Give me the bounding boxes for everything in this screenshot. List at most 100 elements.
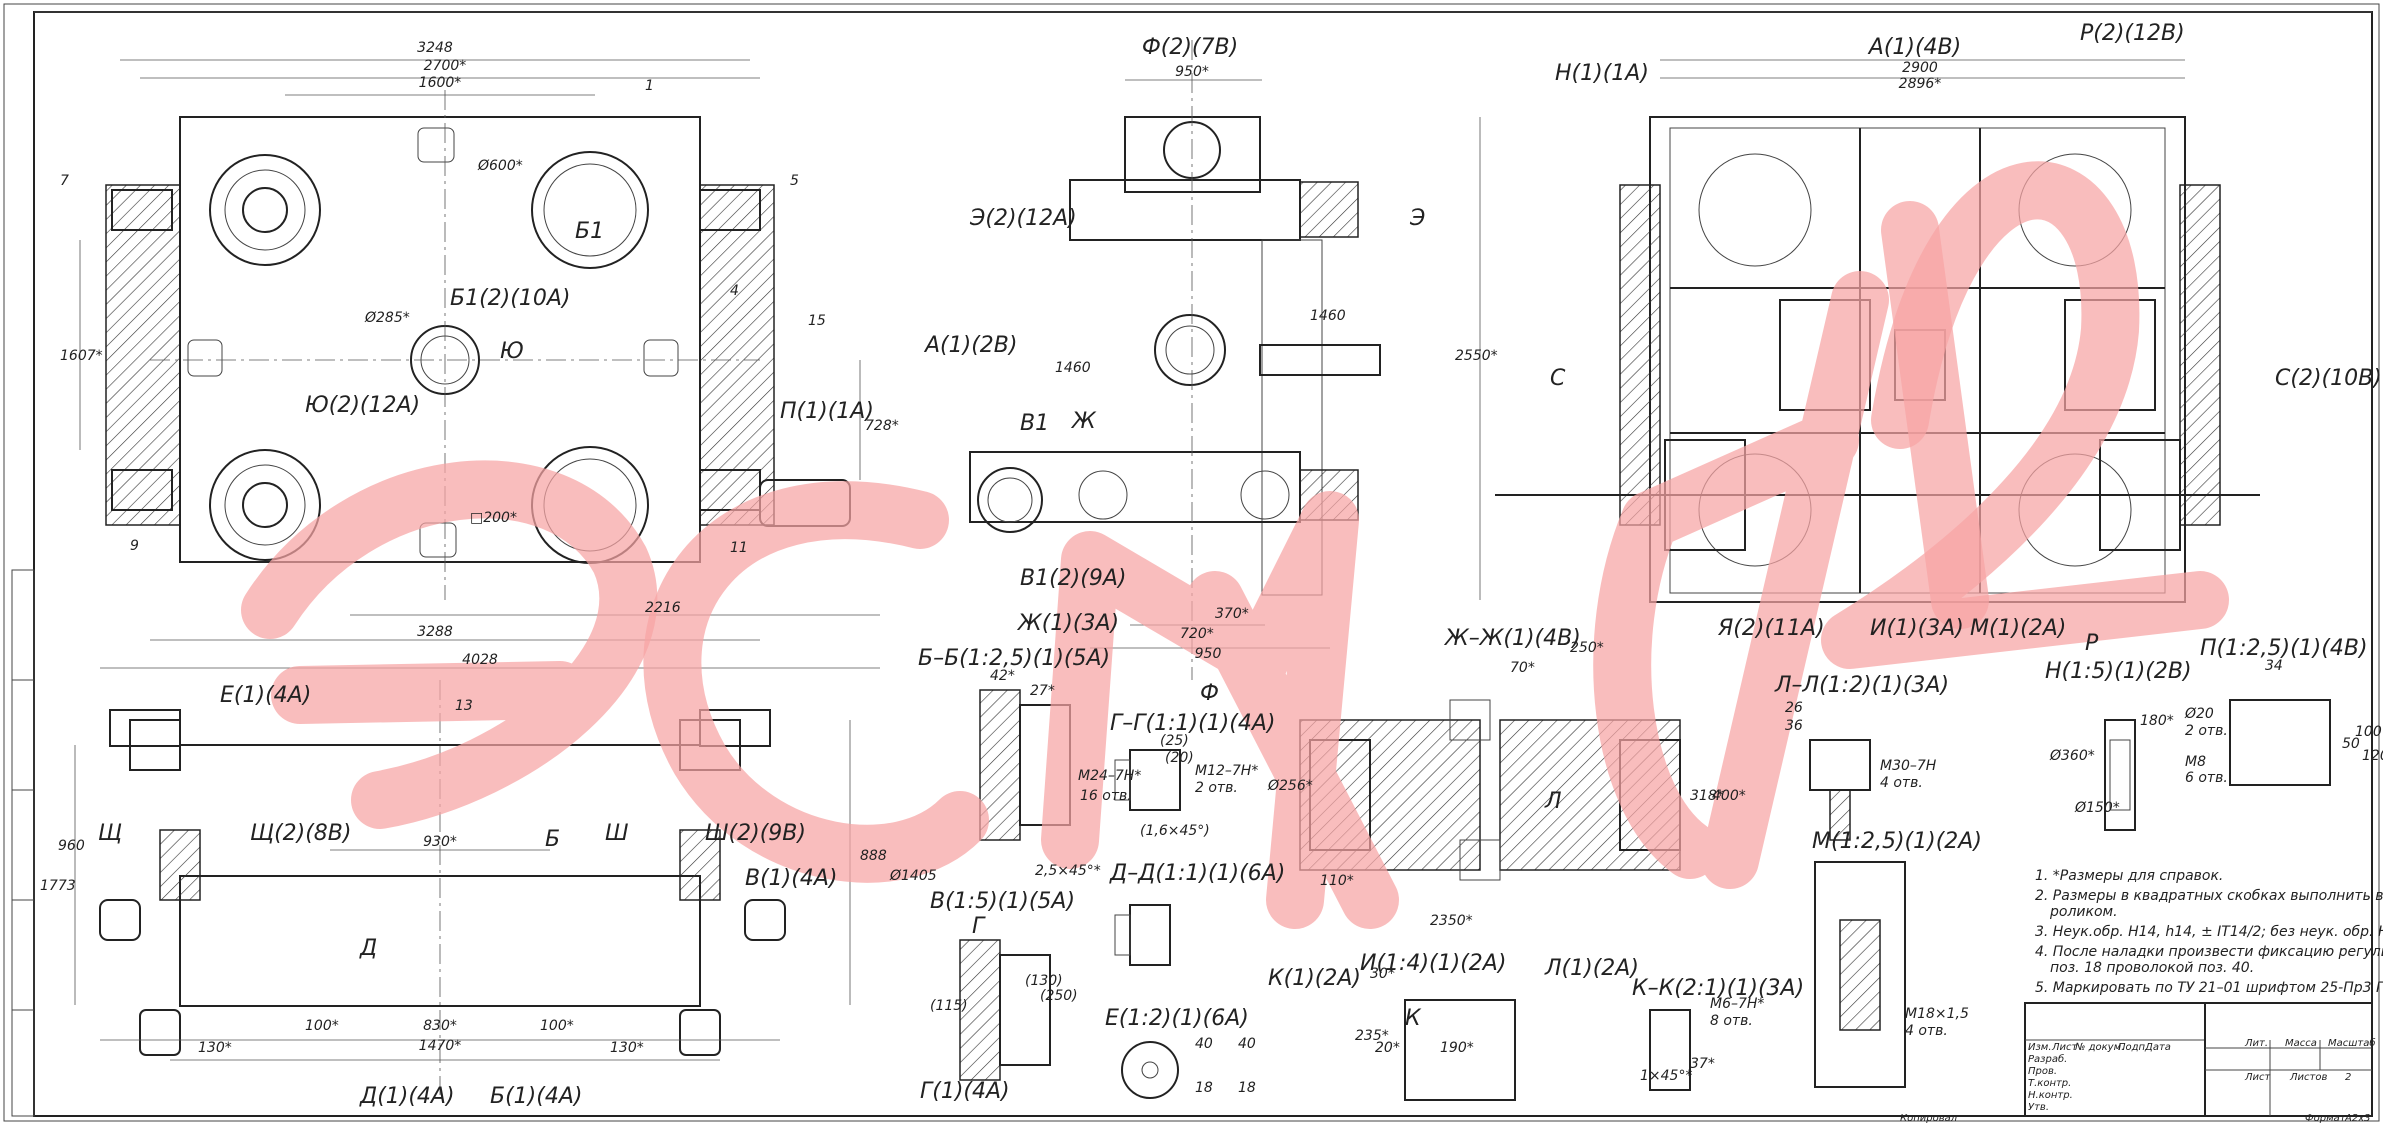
title-block-texts: Изм. Лист № докум. Подп. Дата Разраб. Пр… xyxy=(1900,1037,2376,1124)
dim-20: (20) xyxy=(1165,750,1194,766)
note-2a: 2. Размеры в квадратных скобках выполнит… xyxy=(2035,888,2383,904)
label-shh-mark: Ш xyxy=(605,821,629,846)
sheet-frame xyxy=(3,3,2380,1122)
tb-lit: Лит. xyxy=(2244,1038,2268,1049)
dim-1773: 1773 xyxy=(40,878,76,894)
dim-100: 100 xyxy=(2355,724,2382,740)
position-numbers: 1 4 5 7 9 11 13 15 40 18 xyxy=(60,78,1256,1096)
tb-sheet: Лист xyxy=(2244,1072,2272,1083)
dim-130: (130) xyxy=(1025,973,1063,989)
dim-318: 318* xyxy=(1690,788,1724,804)
dim-m12: M12–7H* xyxy=(1195,763,1258,779)
tb-row-izm: Изм. xyxy=(2028,1042,2052,1053)
pos-40: 40 xyxy=(1238,1036,1256,1052)
tb-role-utv: Утв. xyxy=(2028,1102,2049,1113)
label-p1-1a: П(1)(1А) xyxy=(780,399,874,424)
label-a1-2b: А(1)(2В) xyxy=(923,333,1017,358)
label-b-mark: Б xyxy=(545,827,560,852)
label-d1-4a: Д(1)(4А) xyxy=(359,1084,455,1109)
dim-1470: 1470* xyxy=(419,1038,462,1054)
label-f-mark: Ф xyxy=(1200,681,1219,706)
dim-3288: 3288 xyxy=(417,624,453,640)
dim-3248: 3248 xyxy=(417,40,453,56)
dim-600: Ø600* xyxy=(477,158,523,174)
label-v-1-5: В(1:5)(1)(5А) xyxy=(930,889,1075,914)
dim-190: 190* xyxy=(1440,1040,1474,1056)
tb-scale: Масштаб xyxy=(2328,1037,2376,1049)
dim-930: 930* xyxy=(423,834,457,850)
note-4b: поз. 18 проволокой поз. 40. xyxy=(2050,960,2254,976)
dim-1600: 1600* xyxy=(419,75,462,91)
dim-130a: 130* xyxy=(198,1040,232,1056)
dim-m6: M6–7H* xyxy=(1710,996,1764,1012)
dim-36: 36 xyxy=(1785,718,1803,734)
tb-format-value: А2х3 xyxy=(2344,1113,2370,1124)
label-b1-mark: Б1 xyxy=(575,219,604,244)
dim-16x45: (1,6×45°) xyxy=(1140,823,1210,839)
title-block xyxy=(2024,1002,2373,1117)
dim-2otvb: 2 отв. xyxy=(2185,723,2228,739)
dim-100a: 100* xyxy=(305,1018,339,1034)
label-r-mark: Р xyxy=(2085,631,2099,656)
label-k1-2a: К(1)(2А) xyxy=(1268,966,1361,991)
label-zh1-3a: Ж(1)(3А) xyxy=(1016,611,1119,636)
dim-50: 50 xyxy=(2342,736,2360,752)
dim-6otv: 6 отв. xyxy=(2185,770,2228,786)
tb-role-razrab: Разраб. xyxy=(2028,1053,2067,1065)
dim-8otv: 8 отв. xyxy=(1710,1013,1753,1029)
dim-250: 250* xyxy=(1570,640,1604,656)
label-i-1-4: И(1:4)(1)(2А) xyxy=(1360,951,1506,976)
dim-360: Ø360* xyxy=(2049,748,2095,764)
dim-2216: 2216 xyxy=(645,600,681,616)
label-m-1-2-5: М(1:2,5)(1)(2А) xyxy=(1812,829,1982,854)
label-a1-4b: А(1)(4В) xyxy=(1867,35,1961,60)
label-n-1-5: Н(1:5)(1)(2В) xyxy=(2045,659,2192,684)
tb-role-prov: Пров. xyxy=(2028,1066,2057,1077)
dim-m8: M8 xyxy=(2185,754,2206,770)
label-b1-4a: Б(1)(4А) xyxy=(490,1084,582,1109)
tb-copied: Копировал xyxy=(1900,1113,1958,1124)
label-bb-section: Б–Б(1:2,5)(1)(5А) xyxy=(918,646,1110,671)
dim-40: 40 xyxy=(1195,1036,1213,1052)
pos-9: 9 xyxy=(130,538,139,554)
dim-m24: M24–7H* xyxy=(1078,768,1141,784)
dim-16otv: 16 отв. xyxy=(1080,788,1132,804)
dim-34: 34 xyxy=(2265,658,2283,674)
dim-42: 42* xyxy=(990,668,1015,684)
pos-13: 13 xyxy=(455,698,473,714)
dim-100b: 100* xyxy=(540,1018,574,1034)
dim-720: 720* xyxy=(1180,626,1214,642)
technical-notes: 1. *Размеры для справок. 2. Размеры в кв… xyxy=(2035,868,2383,996)
note-1: 1. *Размеры для справок. xyxy=(2035,868,2223,884)
dim-120: 120 xyxy=(2362,748,2383,764)
note-3: 3. Неук.обр. Н14, h14, ± IT14/2; без неу… xyxy=(2035,924,2383,940)
label-k-mark: К xyxy=(1405,1006,1422,1031)
tb-row-doc: № докум. xyxy=(2074,1042,2124,1053)
dim-830: 830* xyxy=(423,1018,457,1034)
dim-2350: 2350* xyxy=(1430,913,1473,929)
dim-26: 26 xyxy=(1785,700,1803,716)
dim-950-top: 950* xyxy=(1175,64,1209,80)
dim-235: 235* xyxy=(1355,1028,1389,1044)
tb-role-nkontr: Н.контр. xyxy=(2028,1090,2073,1101)
label-l1-2a: Л(1)(2А) xyxy=(1544,956,1639,981)
label-c-mark: С xyxy=(1550,366,1566,391)
dim-25x45: 2,5×45°* xyxy=(1035,863,1101,879)
label-e-1-2: Е(1:2)(1)(6А) xyxy=(1105,1006,1249,1031)
dim-250b: (250) xyxy=(1040,988,1078,1004)
side-plate-left xyxy=(105,184,181,526)
dim-2700: 2700* xyxy=(424,58,467,74)
label-v1-4a: В(1)(4А) xyxy=(745,866,837,891)
label-m1-2a: М(1)(2А) xyxy=(1970,616,2066,641)
dimension-texts: 3248 2700* 1600* Ø600* Ø285* 1607* 728* … xyxy=(40,40,2383,1096)
tb-format: Формат xyxy=(2305,1113,2347,1124)
label-ll-section: Л–Л(1:2)(1)(3А) xyxy=(1774,673,1949,698)
label-kk-section: К–К(2:1)(1)(3А) xyxy=(1632,976,1804,1001)
dim-1460a: 1460 xyxy=(1055,360,1091,376)
label-c2-10b: С(2)(10В) xyxy=(2275,366,2382,391)
label-e-mark: Э xyxy=(1409,206,1425,231)
dim-400: 400* xyxy=(1712,788,1746,804)
tb-sheets-n: 2 xyxy=(2345,1072,2351,1083)
label-g1-4a: Г(1)(4А) xyxy=(920,1079,1010,1104)
